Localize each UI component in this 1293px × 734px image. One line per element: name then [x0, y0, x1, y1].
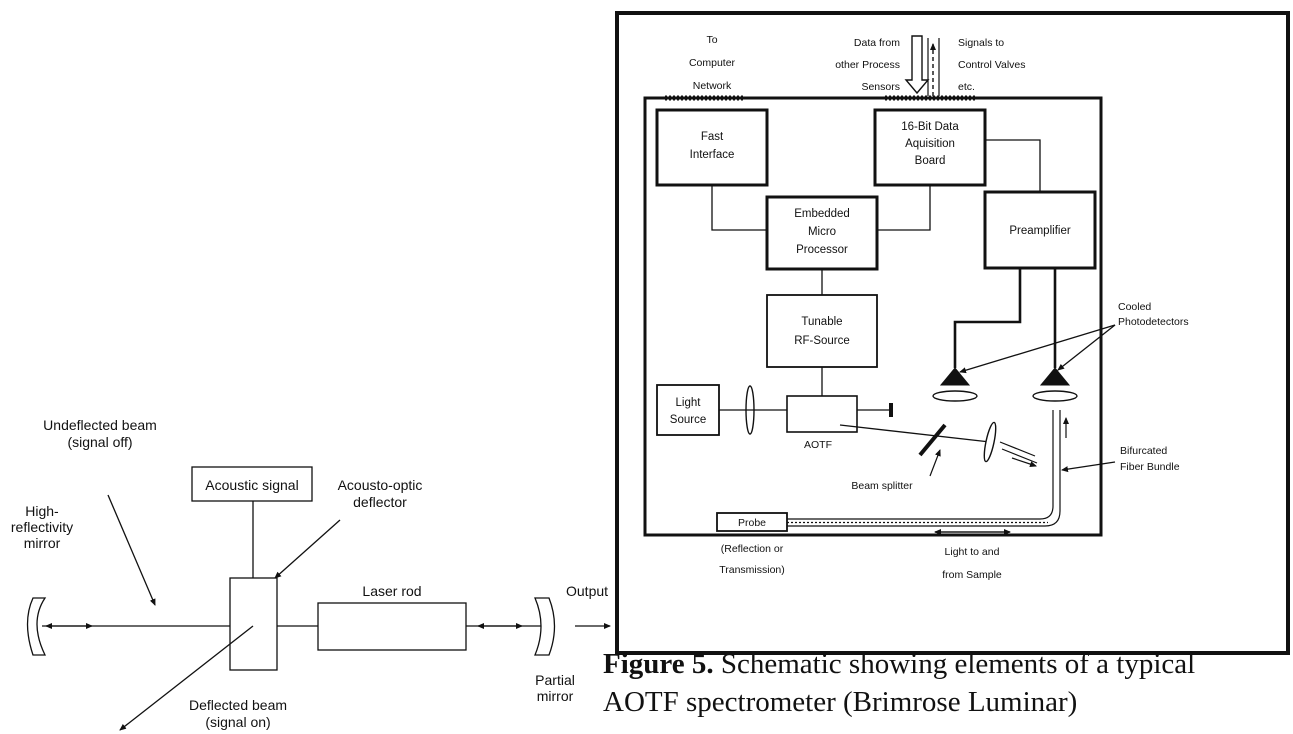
micro-label-2: Micro [808, 226, 836, 238]
laser-rod-label: Laser rod [362, 583, 421, 599]
probe-label: Probe [738, 517, 766, 529]
light-source-label-1: Light [676, 397, 702, 409]
beam-splitter-shape [918, 423, 947, 457]
fast-interface-label-2: Interface [690, 149, 735, 161]
light-source-box [656, 384, 720, 436]
acoustic-signal-box [191, 466, 313, 502]
ao-deflector-label-1: Acousto-optic [338, 477, 423, 493]
aotf-crystal-box [786, 395, 858, 433]
signals-to-label-3: etc. [958, 81, 975, 93]
beam-splitter-label: Beam splitter [851, 480, 913, 492]
instrument-enclosure [643, 96, 1103, 537]
caption-text-1: Schematic showing elements of a typical [713, 648, 1196, 680]
data-from-arrow [904, 35, 930, 95]
daq-label-3: Board [915, 155, 946, 167]
hr-mirror-label-3: mirror [24, 535, 61, 551]
rf-label-2: RF-Source [794, 335, 850, 347]
caption-figure-number: Figure 5. [603, 648, 714, 680]
light-source-label-2: Source [670, 414, 706, 426]
probe-note-1: (Reflection or [721, 543, 784, 555]
daq-label-2: Aquisition [905, 138, 955, 150]
daq-board-box [873, 108, 987, 187]
light-sample-label-1: Light to and [945, 546, 1000, 558]
data-from-label-3: Sensors [861, 81, 900, 93]
cooled-label-2: Photodetectors [1118, 316, 1189, 328]
data-from-label-1: Data from [854, 37, 900, 49]
bus-lines [711, 139, 1041, 396]
laser-labels: Undeflected beam (signal off) Acoustic s… [11, 417, 608, 730]
output-label: Output [566, 583, 608, 599]
to-network-label-1: To [706, 34, 717, 46]
partial-mirror-label-1: Partial [535, 672, 575, 688]
fast-interface-label-1: Fast [701, 131, 724, 143]
detector-lens-left [932, 390, 978, 402]
figure-caption: Figure 5. Schematic showing elements of … [603, 645, 1293, 721]
partial-mirror-shape [534, 597, 556, 656]
cooled-label-1: Cooled [1118, 301, 1151, 313]
light-sample-label-2: from Sample [942, 569, 1002, 581]
deflected-beam-label: Deflected beam [189, 697, 287, 713]
micro-label-1: Embedded [794, 208, 850, 220]
optical-beam-path [719, 409, 991, 443]
partial-mirror-label-2: mirror [537, 688, 574, 704]
undeflected-beam-pointer [107, 494, 156, 606]
figure-frame [615, 11, 1290, 655]
caption-line-1: Figure 5. Schematic showing elements of … [603, 645, 1293, 683]
micro-label-3: Processor [796, 244, 848, 256]
aotf-labels: To Computer Network Data from other Proc… [670, 34, 1189, 581]
deflected-signal-label: (signal on) [205, 714, 270, 730]
bifurcated-label-1: Bifurcated [1120, 445, 1167, 457]
data-from-label-2: other Process [835, 59, 900, 71]
probe-note-2: Transmission) [719, 564, 785, 576]
ao-deflector-label-2: deflector [353, 494, 407, 510]
high-reflectivity-mirror-shape [26, 597, 47, 656]
bifurcated-label-2: Fiber Bundle [1120, 461, 1180, 473]
acousto-optic-deflector-shape [229, 577, 278, 671]
hr-mirror-label-1: High- [25, 503, 59, 519]
rf-source-box [766, 294, 878, 368]
microprocessor-box [765, 195, 879, 271]
deflected-beam-line [119, 625, 254, 731]
photodetector-right [1039, 367, 1071, 386]
laser-rod-shape [317, 602, 467, 651]
detector-wires [953, 268, 1057, 368]
caption-line-2: AOTF spectrometer (Brimrose Luminar) [603, 686, 1078, 718]
deflector-pointer [274, 519, 341, 579]
to-network-label-2: Computer [689, 57, 736, 69]
signals-to-label-2: Control Valves [958, 59, 1026, 71]
acoustic-signal-label: Acoustic signal [205, 477, 298, 493]
fast-interface-box [655, 108, 769, 187]
daq-label-1: 16-Bit Data [901, 121, 959, 133]
collimating-lens [983, 421, 997, 463]
aotf-label: AOTF [804, 439, 832, 451]
fiber-bundle [787, 410, 1061, 527]
undeflected-beam-label: Undeflected beam [43, 417, 157, 433]
hr-mirror-label-2: reflectivity [11, 519, 73, 535]
laser-cavity-diagram [26, 466, 611, 731]
rf-label-1: Tunable [801, 316, 842, 328]
photodetector-left [939, 367, 971, 386]
preamplifier-label: Preamplifier [1009, 225, 1071, 237]
to-network-label-3: Network [693, 80, 732, 92]
aotf-schematic [615, 11, 1290, 655]
detector-lens-right [1032, 390, 1078, 402]
signals-to-label-1: Signals to [958, 37, 1004, 49]
undeflected-signal-label: (signal off) [67, 434, 132, 450]
preamplifier-box [983, 190, 1097, 270]
